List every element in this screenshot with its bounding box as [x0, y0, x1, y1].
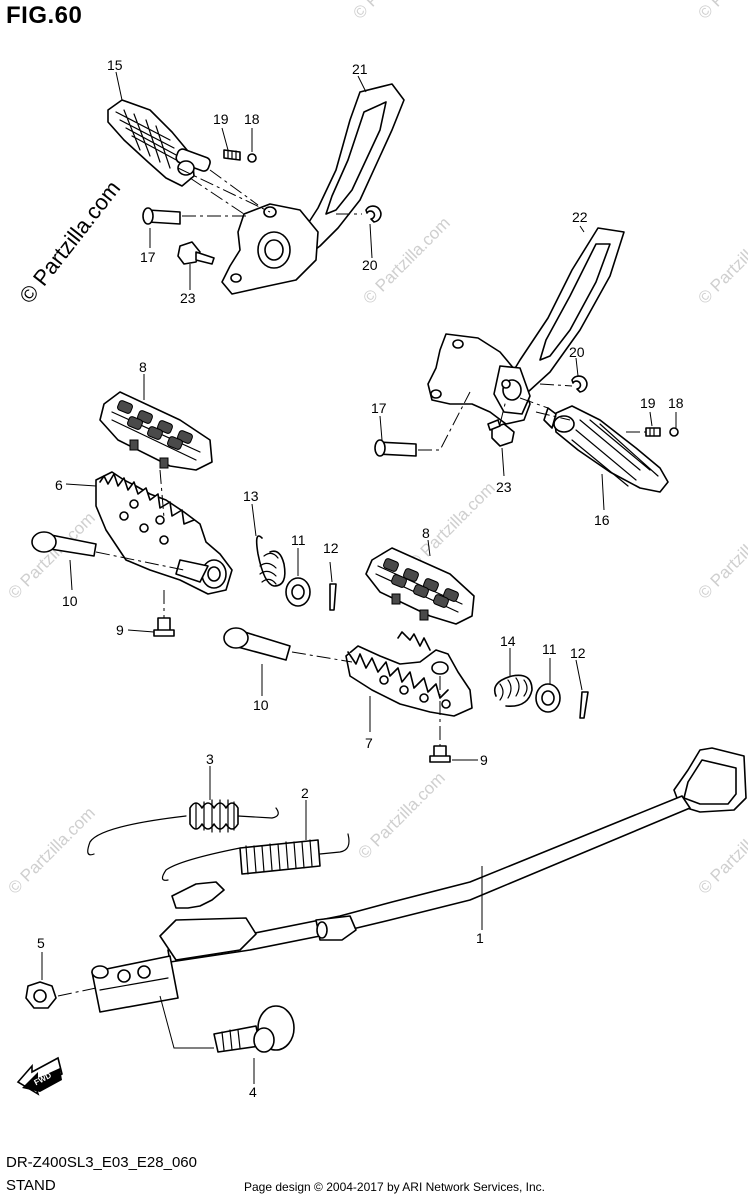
stand-nut-bolt — [25, 981, 295, 1053]
left-footrest-hardware — [153, 535, 337, 637]
right-pillion-footrest — [543, 405, 669, 493]
callout-19-left: 19 — [213, 111, 229, 127]
callout-23-right: 23 — [496, 479, 512, 495]
callout-3: 3 — [206, 751, 214, 767]
left-leader-lines — [115, 71, 373, 290]
right-footrest-bracket — [427, 227, 625, 425]
callout-10-right: 10 — [253, 697, 269, 713]
model-code: DR-Z400SL3_E03_E28_060 — [6, 1154, 197, 1171]
left-footrest — [95, 471, 233, 595]
page-credit: Page design © 2004-2017 by ARI Network S… — [244, 1180, 546, 1194]
watermark: © Partzilla.com — [404, 478, 498, 572]
side-stand — [91, 747, 747, 1013]
left-small-parts — [142, 149, 382, 265]
right-footrest-hardware — [429, 674, 589, 763]
section-name: STAND — [6, 1177, 56, 1194]
callout-labels: 1 2 3 4 5 6 7 8 8 9 9 10 10 11 11 12 12 … — [37, 57, 684, 1100]
callout-8-right: 8 — [422, 525, 430, 541]
callout-2: 2 — [301, 785, 309, 801]
callout-22: 22 — [572, 209, 588, 225]
watermark: © Partzilla.com — [4, 508, 98, 602]
callout-17-left: 17 — [140, 249, 156, 265]
right-footrest-rubber — [365, 547, 475, 625]
callout-12-right: 12 — [570, 645, 586, 661]
left-footrest-rubber — [99, 391, 213, 471]
watermark: © Partzilla.com — [694, 508, 748, 602]
callout-8-left: 8 — [139, 359, 147, 375]
callout-21: 21 — [352, 61, 368, 77]
spring-2 — [161, 766, 350, 881]
callout-9-left: 9 — [116, 622, 124, 638]
right-footrest — [345, 631, 473, 717]
callout-23-left: 23 — [180, 290, 196, 306]
callout-10-left: 10 — [62, 593, 78, 609]
callout-13: 13 — [243, 488, 259, 504]
callout-17-right: 17 — [371, 400, 387, 416]
watermark: © Partzilla.com — [694, 803, 748, 897]
callout-15: 15 — [107, 57, 123, 73]
callout-11-right: 11 — [542, 641, 557, 657]
callout-18-right: 18 — [668, 395, 684, 411]
watermark: © Partzilla.com — [354, 768, 448, 862]
callout-7: 7 — [365, 735, 373, 751]
callout-20-right: 20 — [569, 344, 585, 360]
callout-4: 4 — [249, 1084, 257, 1100]
callout-1: 1 — [476, 930, 484, 946]
fwd-arrow-icon: FWD — [16, 1056, 63, 1096]
watermark: © Partzilla.com — [349, 0, 443, 23]
right-small-parts — [374, 375, 679, 457]
callout-5: 5 — [37, 935, 45, 951]
watermark-main: © Partzilla.com — [14, 176, 125, 308]
left-pillion-footrest — [107, 99, 211, 187]
callout-18-left: 18 — [244, 111, 260, 127]
left-footrest-leaders — [65, 374, 333, 633]
watermark: © Partzilla.com — [694, 0, 748, 23]
stand-leaders — [41, 866, 483, 1084]
callout-14: 14 — [500, 633, 516, 649]
watermark: © Partzilla.com — [694, 213, 748, 307]
right-footrest-pin — [223, 627, 291, 661]
callout-11-left: 11 — [291, 532, 306, 548]
callout-19-right: 19 — [640, 395, 656, 411]
callout-12-left: 12 — [323, 540, 339, 556]
callout-9-right: 9 — [480, 752, 488, 768]
watermark: © Partzilla.com — [4, 803, 98, 897]
spring-3 — [87, 799, 279, 856]
callout-16: 16 — [594, 512, 610, 528]
callout-20-left: 20 — [362, 257, 378, 273]
right-footrest-leaders — [261, 539, 583, 761]
callout-6: 6 — [55, 477, 63, 493]
left-footrest-pin — [31, 531, 97, 557]
right-leader-lines — [379, 225, 677, 511]
figure-title: FIG.60 — [6, 2, 83, 29]
left-footrest-bracket — [221, 83, 405, 295]
